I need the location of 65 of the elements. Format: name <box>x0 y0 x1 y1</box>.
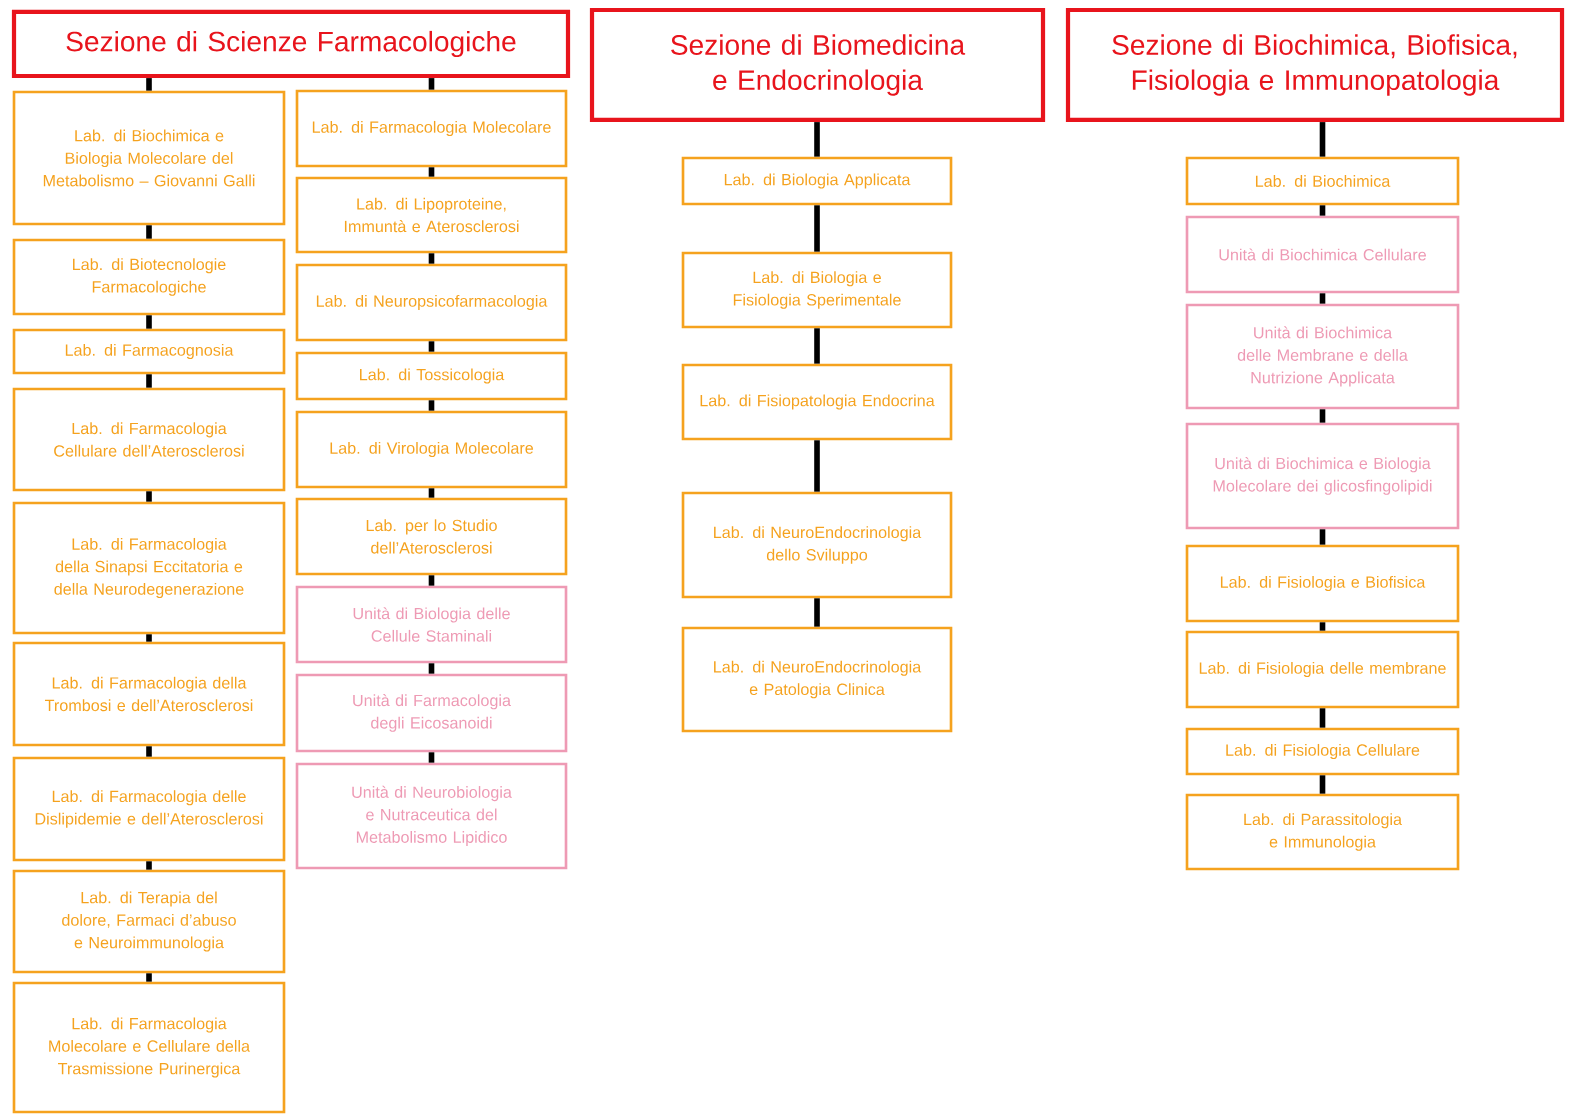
connector-line <box>146 973 152 982</box>
lab-box: Lab. di Terapia del dolore, Farmaci d’abuso e Neuroimmunologia <box>12 869 286 974</box>
lab-box: Lab. di Parassitologia e Immunologia <box>1185 793 1460 871</box>
connector-line <box>1319 293 1326 304</box>
lab-box: Lab. per lo Studio dell’Aterosclerosi <box>295 497 568 576</box>
connector-line <box>146 225 152 239</box>
connector-line <box>1319 409 1326 423</box>
connector-line <box>814 205 820 252</box>
connector-line <box>146 374 152 388</box>
lab-box: Lab. di NeuroEndocrinologia e Patologia Clinica <box>681 626 953 733</box>
lab-box: Lab. di NeuroEndocrinologia dello Sviluppo <box>681 491 953 599</box>
connector-line <box>428 253 435 264</box>
connector-line <box>428 341 435 352</box>
connector-line <box>1319 205 1326 216</box>
unit-box: Unità di Neurobiologia e Nutraceutica del Metabolismo Lipidico <box>295 762 568 870</box>
connector-line <box>428 167 435 177</box>
lab-box: Lab. di Farmacologia delle Dislipidemie e dell’Aterosclerosi <box>12 756 286 862</box>
connector-line <box>1319 775 1326 794</box>
connector-line <box>428 488 435 498</box>
lab-box: Lab. di Farmacologia Cellulare dell’Aterosclerosi <box>12 387 286 492</box>
lab-box: Lab. di Biologia e Fisiologia Sperimentale <box>681 251 953 329</box>
connector-line <box>146 634 152 642</box>
lab-box: Lab. di Biologia Applicata <box>681 156 953 206</box>
unit-box: Unità di Biochimica Cellulare <box>1185 215 1460 294</box>
lab-box: Lab. di Biochimica e Biologia Molecolare del Metabolismo – Giovanni Galli <box>12 90 286 226</box>
connector-line <box>146 78 152 91</box>
lab-box: Lab. di Tossicologia <box>295 351 568 401</box>
connector-line <box>814 328 820 364</box>
lab-box: Lab. di Biotecnologie Farmacologiche <box>12 238 286 316</box>
connector-line <box>146 861 152 870</box>
connector-line <box>1319 708 1326 728</box>
lab-box: Lab. di Neuropsicofarmacologia <box>295 263 568 342</box>
lab-box: Lab. di Lipoproteine, Immuntà e Aterosclerosi <box>295 176 568 254</box>
connector-line <box>428 78 435 90</box>
connector-line <box>428 400 435 411</box>
unit-box: Unità di Farmacologia degli Eicosanoidi <box>295 673 568 753</box>
lab-box: Lab. di Farmacologia della Trombosi e dell’Aterosclerosi <box>12 641 286 747</box>
lab-box: Lab. di Fisiologia e Biofisica <box>1185 544 1460 623</box>
connector-line <box>428 575 435 586</box>
lab-box: Lab. di Virologia Molecolare <box>295 410 568 489</box>
connector-line <box>146 746 152 757</box>
connector-line <box>146 491 152 502</box>
unit-box: Unità di Biochimica e Biologia Molecolare dei glicosfingolipidi <box>1185 422 1460 530</box>
lab-box: Lab. di Fisiologia delle membrane <box>1185 630 1460 709</box>
unit-box: Unità di Biochimica delle Membrane e della Nutrizione Applicata <box>1185 303 1460 410</box>
connector-line <box>814 440 820 492</box>
lab-box: Lab. di Farmacologia Molecolare e Cellulare della Trasmissione Purinergica <box>12 981 286 1114</box>
connector-line <box>814 122 820 157</box>
section-header-box: Sezione di Scienze Farmacologiche <box>11 9 571 79</box>
connector-line <box>146 315 152 329</box>
connector-line <box>428 663 435 674</box>
section-header-box: Sezione di Biochimica, Biofisica, Fisiologia e Immunopatologia <box>1065 7 1565 123</box>
connector-line <box>814 598 820 627</box>
lab-box: Lab. di Fisiopatologia Endocrina <box>681 363 953 441</box>
connector-line <box>1319 529 1326 545</box>
section-header-box: Sezione di Biomedicina e Endocrinologia <box>589 7 1046 123</box>
lab-box: Lab. di Farmacologia della Sinapsi Eccitatoria e della Neurodegenerazione <box>12 501 286 635</box>
lab-box: Lab. di Fisiologia Cellulare <box>1185 727 1460 776</box>
connector-line <box>1319 122 1326 157</box>
lab-box: Lab. di Farmacognosia <box>12 328 286 375</box>
connector-line <box>1319 622 1326 631</box>
lab-box: Lab. di Biochimica <box>1185 156 1460 206</box>
lab-box: Lab. di Farmacologia Molecolare <box>295 89 568 168</box>
connector-line <box>428 752 435 763</box>
unit-box: Unità di Biologia delle Cellule Staminali <box>295 585 568 664</box>
